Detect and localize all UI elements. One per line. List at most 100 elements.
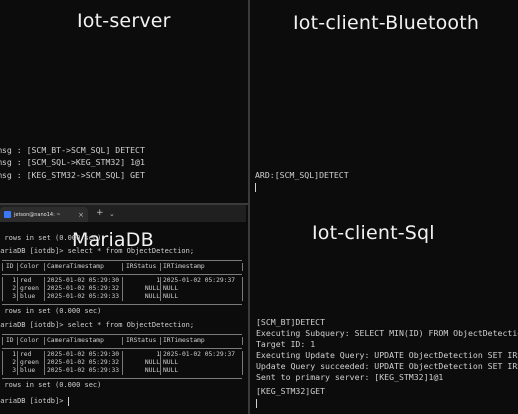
tab-bar: jetson@nano14: ~ × + ⌄ <box>0 205 246 222</box>
table-cell: NULL <box>144 293 160 300</box>
sql-line-6: Sent to primary server: [KEG_STM32]1@1 <box>256 372 444 382</box>
table-column-separator <box>17 293 18 301</box>
column-header: IRTimestamp <box>163 337 205 344</box>
table-cell: 2025-01-02 05:29:32 <box>47 359 120 366</box>
table-border-line <box>2 348 242 349</box>
table-column-separator <box>242 351 243 359</box>
table-border <box>0 375 246 381</box>
table-column-separator <box>242 367 243 375</box>
iot-server-line-3: msg : [KEG_STM32->SCM_SQL] GET <box>0 170 145 180</box>
table-column-separator <box>2 367 3 375</box>
table-cell: blue <box>20 293 36 300</box>
table-column-separator <box>17 359 18 367</box>
sql-line-3: Target ID: 1 <box>256 339 316 349</box>
table-column-separator <box>2 263 3 271</box>
iot-server-line-2: msg : [SCM_SQL->KEG_STM32] 1@1 <box>0 157 145 167</box>
table-cell: 2025-01-02 05:29:30 <box>47 351 120 358</box>
table-column-separator <box>44 337 45 345</box>
table-column-separator <box>44 285 45 293</box>
close-icon[interactable]: × <box>78 210 84 219</box>
column-header: Color <box>20 263 39 270</box>
table-column-separator <box>17 277 18 285</box>
query-line-2: MariaDB [iotdb]> select * from ObjectDet… <box>0 321 195 329</box>
table-column-separator <box>160 293 161 301</box>
sql-line-2: Executing Subquery: SELECT MIN(ID) FROM … <box>256 328 518 338</box>
table-cell: 2 <box>12 359 16 366</box>
horizontal-divider <box>0 203 248 205</box>
table-border <box>0 257 246 263</box>
table-cell: 2025-01-02 05:29:30 <box>47 277 120 284</box>
table-border-line <box>2 260 242 261</box>
chevron-down-icon[interactable]: ⌄ <box>109 210 115 218</box>
table-cell: NULL <box>163 293 179 300</box>
terminal-tab-label: jetson@nano14: ~ <box>14 211 61 218</box>
table-column-separator <box>242 359 243 367</box>
table-column-separator <box>242 277 243 285</box>
table-cell: 3 <box>12 293 16 300</box>
terminal-tab[interactable]: jetson@nano14: ~ × <box>0 207 88 222</box>
query-line-1: MariaDB [iotdb]> select * from ObjectDet… <box>0 247 195 255</box>
table-column-separator <box>17 367 18 375</box>
table-cell: green <box>20 359 39 366</box>
table-border <box>0 271 246 277</box>
iot-client-bluetooth-title: Iot-client-Bluetooth <box>293 12 480 34</box>
table-column-separator <box>242 263 243 271</box>
bluetooth-line-1: ARD:[SCM_SQL]DETECT <box>255 170 349 180</box>
table-cell: 3 <box>12 367 16 374</box>
table-column-separator <box>44 351 45 359</box>
iot-client-bluetooth-pane[interactable]: Iot-client-Bluetooth ARD:[SCM_SQL]DETECT <box>250 0 518 203</box>
sql-cursor <box>256 398 257 408</box>
mariadb-title: MariaDB <box>72 229 154 251</box>
sql-line-1: [SCM_BT]DETECT <box>256 317 326 327</box>
table-column-separator <box>17 285 18 293</box>
table-cell: 2025-01-02 05:29:37 <box>163 351 236 358</box>
mariadb-pane[interactable] <box>0 205 248 414</box>
iot-server-line-1: msg : [SCM_BT->SCM_SQL] DETECT <box>0 145 145 155</box>
table-column-separator <box>44 277 45 285</box>
table-cell: 2025-01-02 05:29:32 <box>47 285 120 292</box>
terminal-icon <box>4 211 11 218</box>
table-column-separator <box>160 263 161 271</box>
table-column-separator <box>122 263 123 271</box>
table-border-line <box>2 378 242 379</box>
table-column-separator <box>122 367 123 375</box>
table-column-separator <box>17 337 18 345</box>
sql-line-4: Executing Update Query: UPDATE ObjectDet… <box>256 350 518 360</box>
table-column-separator <box>122 359 123 367</box>
table-column-separator <box>2 293 3 301</box>
table-column-separator <box>122 293 123 301</box>
table-cell: blue <box>20 367 36 374</box>
table-column-separator <box>160 277 161 285</box>
rows-in-set-2: 3 rows in set (0.000 sec) <box>0 381 102 389</box>
table-column-separator <box>2 359 3 367</box>
table-column-separator <box>122 277 123 285</box>
table-column-separator <box>242 285 243 293</box>
table-column-separator <box>2 351 3 359</box>
column-header: ID <box>6 263 14 270</box>
mariadb-prompt[interactable]: MariaDB [iotdb]> <box>0 396 69 406</box>
vertical-divider <box>248 0 250 414</box>
iot-server-title: Iot-server <box>77 10 171 32</box>
table-cell: 1 <box>156 351 160 358</box>
sql-line-5: Update Query succeeded: UPDATE ObjectDet… <box>256 361 518 371</box>
column-header: CameraTimestamp <box>47 263 104 270</box>
table-column-separator <box>242 293 243 301</box>
table-cell: NULL <box>144 367 160 374</box>
column-header: IRStatus <box>126 337 157 344</box>
new-tab-icon[interactable]: + <box>96 208 104 218</box>
table-cell: 1 <box>12 351 16 358</box>
iot-client-sql-title: Iot-client-Sql <box>312 222 435 244</box>
table-cell: NULL <box>163 367 179 374</box>
table-column-separator <box>17 263 18 271</box>
table-cell: 1 <box>156 277 160 284</box>
table-column-separator <box>2 337 3 345</box>
iot-client-sql-pane[interactable]: Iot-client-Sql [SCM_BT]DETECT Executing … <box>250 205 518 414</box>
iot-server-pane[interactable]: Iot-server msg : [SCM_BT->SCM_SQL] DETEC… <box>0 0 247 203</box>
